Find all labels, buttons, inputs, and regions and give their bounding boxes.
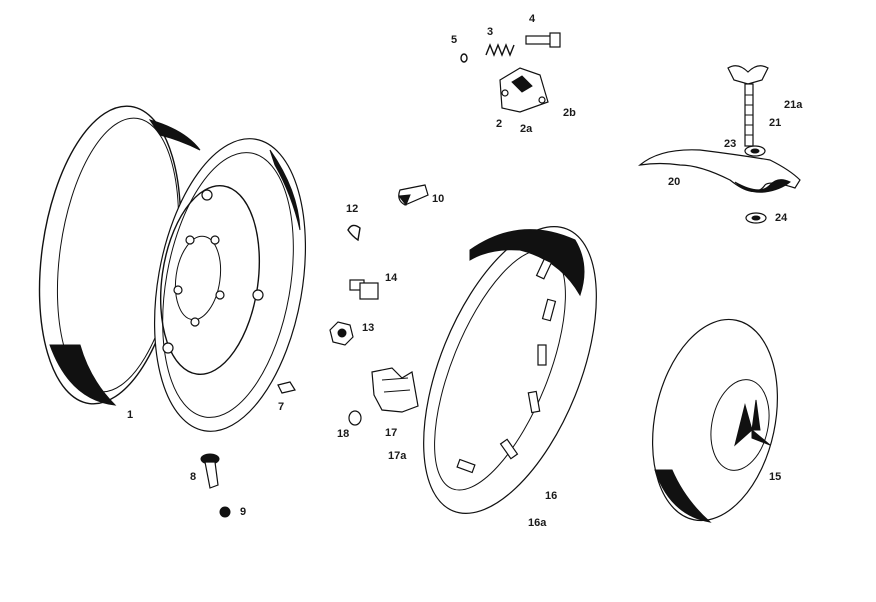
- label-1: 1: [127, 409, 134, 421]
- label-7: 7: [278, 401, 285, 413]
- bolt: [525, 32, 561, 48]
- wing-bolt: [727, 65, 769, 147]
- washer-bottom: [745, 212, 767, 224]
- label-2a: 2a: [520, 123, 533, 135]
- screw: [349, 279, 379, 300]
- label-9: 9: [240, 506, 247, 518]
- valve: [200, 453, 220, 489]
- valve-cap: [219, 506, 231, 518]
- nipple: [277, 381, 296, 394]
- small-nut: [348, 410, 362, 426]
- label-23: 23: [724, 138, 737, 150]
- spring: [485, 43, 515, 57]
- clip: [398, 184, 429, 206]
- label-17a: 17a: [388, 450, 407, 462]
- wheel-rim: [38, 105, 307, 432]
- clamp-block: [499, 67, 549, 113]
- washer: [744, 145, 766, 157]
- bracket: [638, 149, 801, 193]
- hex-nut: [329, 321, 354, 346]
- label-20: 20: [668, 176, 681, 188]
- label-8: 8: [190, 471, 197, 483]
- label-3: 3: [487, 26, 494, 38]
- label-12: 12: [346, 203, 359, 215]
- retaining-clip: [347, 224, 361, 242]
- spring-clip: [371, 367, 419, 413]
- label-14: 14: [385, 272, 398, 284]
- label-21a: 21a: [784, 99, 803, 111]
- label-17: 17: [385, 427, 398, 439]
- hub-cap: [651, 318, 779, 523]
- label-16: 16: [545, 490, 558, 502]
- label-2b: 2b: [563, 107, 576, 119]
- label-10: 10: [432, 193, 445, 205]
- label-21: 21: [769, 117, 782, 129]
- label-13: 13: [362, 322, 375, 334]
- label-5: 5: [451, 34, 458, 46]
- label-4: 4: [529, 13, 536, 25]
- label-16a: 16a: [528, 517, 547, 529]
- trim-ring: [423, 226, 597, 514]
- label-18: 18: [337, 428, 350, 440]
- small-washer: [460, 53, 468, 63]
- label-15: 15: [769, 471, 782, 483]
- label-24: 24: [775, 212, 788, 224]
- label-2: 2: [496, 118, 503, 130]
